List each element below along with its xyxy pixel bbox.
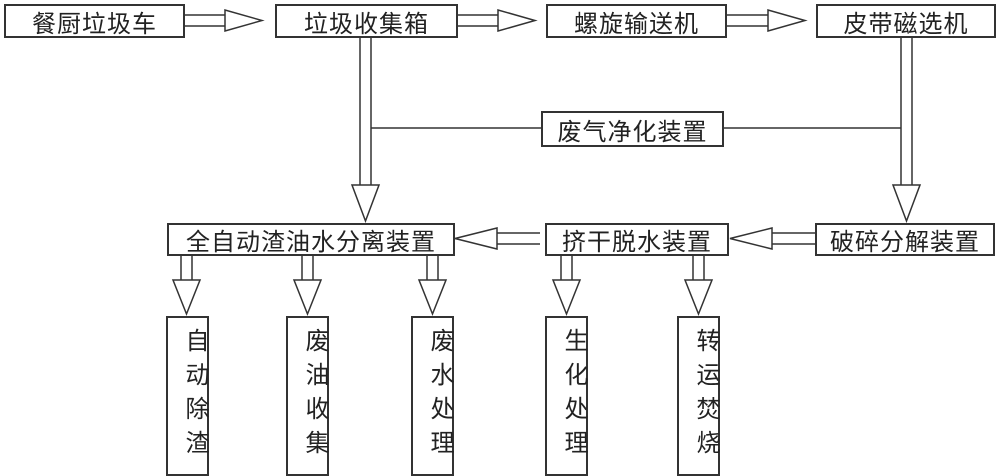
node-label: 生化处理 — [560, 328, 588, 464]
node-separator: 全自动渣油水分离装置 — [167, 223, 455, 256]
node-label: 转运焚烧 — [692, 328, 720, 464]
node-water-treat: 废水处理 — [411, 316, 454, 476]
node-bio-treat: 生化处理 — [545, 316, 588, 476]
node-label: 螺旋输送机 — [574, 9, 699, 38]
node-auto-slag: 自动除渣 — [166, 316, 209, 476]
node-label: 全自动渣油水分离装置 — [186, 228, 436, 256]
node-kitchen-truck: 餐厨垃圾车 — [4, 4, 185, 38]
arrow-crusher-to-squeeze — [729, 227, 815, 250]
arrow-to-bio-treat — [551, 256, 582, 317]
arrow-squeeze-to-separator — [454, 227, 540, 250]
node-label: 餐厨垃圾车 — [32, 9, 157, 38]
node-squeeze-dewater: 挤干脱水装置 — [545, 223, 729, 256]
node-label: 挤干脱水装置 — [562, 228, 712, 256]
arrow-to-oil-collect — [292, 256, 323, 317]
arrow-to-water-treat — [417, 256, 448, 317]
node-label: 皮带磁选机 — [843, 9, 969, 38]
node-exhaust-purify: 废气净化装置 — [541, 111, 724, 147]
node-collection-box: 垃圾收集箱 — [275, 4, 458, 38]
node-label: 废气净化装置 — [557, 117, 708, 146]
node-crusher: 破碎分解装置 — [815, 223, 995, 256]
arrow-to-auto-slag — [171, 256, 202, 317]
node-incinerate: 转运焚烧 — [677, 316, 720, 476]
node-label: 破碎分解装置 — [830, 228, 980, 256]
arrow-box-to-separator — [350, 38, 381, 224]
arrow-box-to-screw — [458, 9, 538, 32]
node-label: 自动除渣 — [181, 328, 209, 464]
node-label: 废油收集 — [301, 328, 329, 464]
node-label: 垃圾收集箱 — [304, 9, 429, 38]
node-oil-collect: 废油收集 — [286, 316, 329, 476]
node-belt-magnetic: 皮带磁选机 — [816, 4, 996, 38]
arrow-screw-to-belt — [727, 9, 808, 32]
node-label: 废水处理 — [426, 328, 454, 464]
arrow-truck-to-box — [185, 9, 265, 32]
arrow-belt-to-crusher — [891, 38, 922, 224]
node-screw-conveyor: 螺旋输送机 — [546, 4, 727, 38]
arrow-to-incinerate — [683, 256, 714, 317]
